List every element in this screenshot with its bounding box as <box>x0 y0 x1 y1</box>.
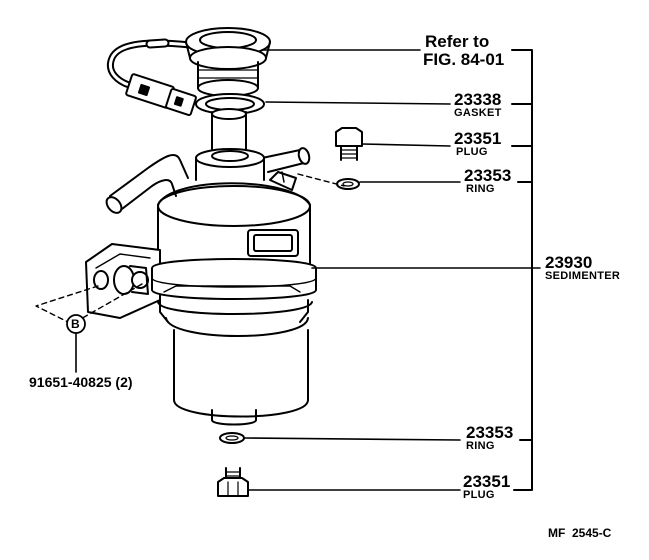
center-tube <box>211 108 247 159</box>
upper-housing <box>157 148 311 266</box>
top-sensor-cap <box>185 27 271 97</box>
inlet-hose <box>105 153 189 214</box>
ring-bottom-part-name: RING <box>466 440 495 452</box>
bottom-ring-part <box>219 432 245 444</box>
assembly-dashed-lines <box>35 173 345 325</box>
figure-code: MF 2545-C <box>548 526 612 540</box>
gasket-part-number: 23338 <box>454 90 502 109</box>
ring-bottom-part-number: 23353 <box>466 423 514 442</box>
bolt-part-number: 91651-40825 (2) <box>29 374 133 390</box>
plug-bottom-part-name: PLUG <box>463 489 495 501</box>
bolt-marker-letter: B <box>71 317 80 331</box>
bolt-marker-circle <box>66 314 86 334</box>
refer-fig-label: FIG. 84-01 <box>423 50 505 69</box>
mounting-bracket <box>85 243 161 319</box>
top-ring-part <box>336 178 360 190</box>
sedimenter-part-name: SEDIMENTER <box>545 270 621 282</box>
refer-to-label: Refer to <box>425 32 490 51</box>
leader-lines <box>75 49 541 491</box>
bottom-plug-part <box>217 467 249 497</box>
wire-harness-connector <box>107 38 197 117</box>
group-bracket <box>511 49 533 491</box>
top-plug-part <box>335 127 363 161</box>
gasket-part-name: GASKET <box>454 107 502 119</box>
ring-top-part-name: RING <box>466 183 495 195</box>
sedimenter-bowl <box>151 258 317 426</box>
plug-top-part-name: PLUG <box>456 146 488 158</box>
plug-bottom-part-number: 23351 <box>463 472 511 491</box>
sedimenter-part-number: 23930 <box>545 253 593 272</box>
outlet-hose <box>261 147 311 173</box>
plug-top-part-number: 23351 <box>454 129 502 148</box>
ring-top-part-number: 23353 <box>464 166 512 185</box>
